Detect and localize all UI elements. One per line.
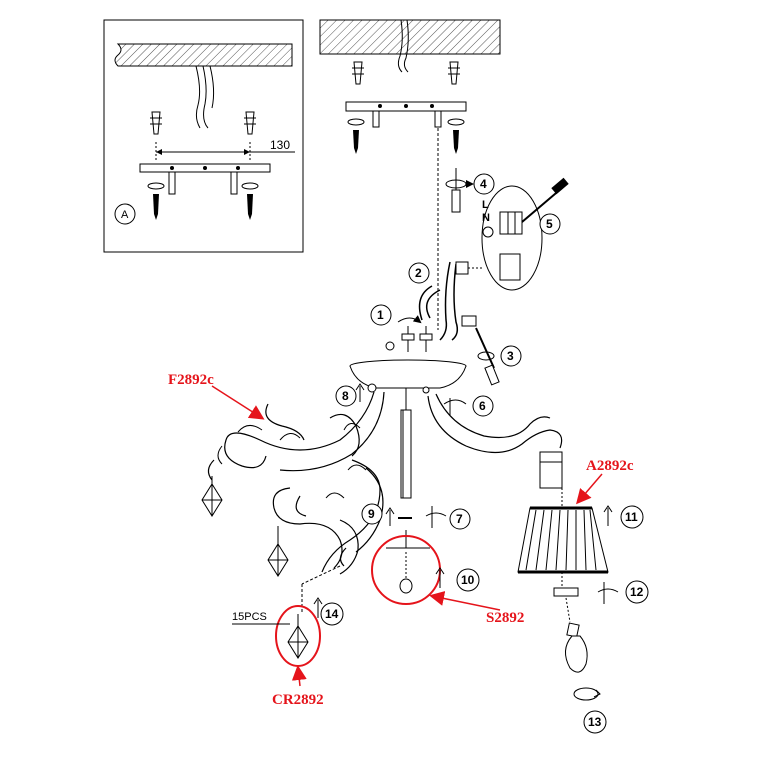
shade-ring: [553, 587, 579, 597]
svg-text:14: 14: [325, 607, 339, 621]
step-marker-10: 10: [456, 568, 480, 592]
anchor-icon: [244, 111, 256, 135]
inset-label: A: [121, 209, 129, 221]
svg-text:F2892c: F2892c: [168, 372, 214, 388]
screwdriver-icon: [475, 327, 500, 386]
step-marker-8: 8: [335, 385, 357, 407]
svg-text:CR2892: CR2892: [272, 692, 324, 708]
step-marker-1: 1: [370, 304, 392, 326]
frame-arms: [207, 391, 563, 575]
up-arrow-icon: [313, 597, 323, 618]
svg-text:11: 11: [625, 510, 638, 524]
svg-text:7: 7: [456, 512, 463, 526]
step-marker-6: 6: [472, 395, 494, 417]
crystal-icon: [267, 526, 289, 577]
svg-text:8: 8: [342, 389, 349, 403]
screw-icon: [453, 130, 459, 154]
center-bowl: [371, 535, 441, 605]
step-marker-2: 2: [408, 262, 430, 284]
svg-text:1: 1: [377, 308, 384, 322]
screw-icon: [353, 130, 359, 154]
svg-text:5: 5: [546, 217, 553, 231]
lamp-shade: [517, 506, 609, 574]
rotate-icon: [445, 179, 474, 189]
step-marker-13: 13: [583, 710, 607, 734]
svg-text:12: 12: [630, 585, 644, 599]
step-marker-7: 7: [449, 508, 471, 530]
step-marker-4: 4: [473, 173, 495, 195]
crystal-count: 15PCS: [232, 611, 267, 623]
up-arrow-icon: [355, 383, 365, 402]
live-label: L: [482, 199, 489, 211]
callout-center: S2892: [429, 591, 524, 626]
inset-a: 130 A: [103, 19, 304, 253]
leaf-ornament: [217, 423, 367, 499]
svg-text:6: 6: [479, 399, 486, 413]
callout-shade: A2892c: [576, 458, 634, 505]
rotate-icon: [443, 398, 467, 416]
step-marker-5: 5: [539, 213, 561, 235]
up-arrow-icon: [603, 505, 613, 526]
ceiling: [319, 19, 501, 73]
dimension-label: 130: [270, 138, 290, 152]
svg-text:13: 13: [588, 715, 602, 729]
rotate-icon: [573, 687, 601, 701]
svg-text:9: 9: [368, 507, 375, 521]
screw-icon: [247, 194, 253, 220]
svg-text:S2892: S2892: [486, 610, 524, 626]
svg-text:A2892c: A2892c: [586, 458, 634, 474]
rotate-icon: [397, 315, 422, 324]
socket: [539, 451, 563, 489]
anchor-icon: [352, 61, 364, 85]
anchor-icon: [448, 61, 460, 85]
rotate-icon: [477, 351, 495, 361]
callout-frame: F2892c: [168, 372, 265, 420]
step-markers: 1 2 3 4 5 6 7 8 9 10 11 12 13 14: [320, 173, 649, 734]
crystal-icon: [201, 476, 223, 517]
svg-text:4: 4: [480, 177, 487, 191]
step-marker-3: 3: [500, 345, 522, 367]
candle-bulb-icon: [565, 622, 588, 673]
up-arrow-icon: [435, 567, 445, 588]
rotate-icon: [597, 582, 619, 604]
anchor-icon: [150, 111, 162, 135]
svg-text:10: 10: [461, 573, 475, 587]
canopy: [349, 359, 467, 394]
step-marker-12: 12: [625, 580, 649, 604]
neutral-label: N: [482, 212, 490, 224]
terminal-block: L N: [481, 177, 569, 291]
step-marker-11: 11: [620, 505, 644, 529]
step-marker-14: 14: [320, 602, 344, 626]
up-arrow-icon: [385, 507, 395, 526]
callout-crystal: CR2892: [272, 665, 324, 708]
svg-text:2: 2: [415, 266, 422, 280]
screw-icon: [153, 194, 159, 220]
screwdriver-icon: [451, 168, 461, 213]
rotate-icon: [425, 506, 447, 528]
svg-text:3: 3: [507, 349, 514, 363]
step-marker-9: 9: [361, 503, 383, 525]
